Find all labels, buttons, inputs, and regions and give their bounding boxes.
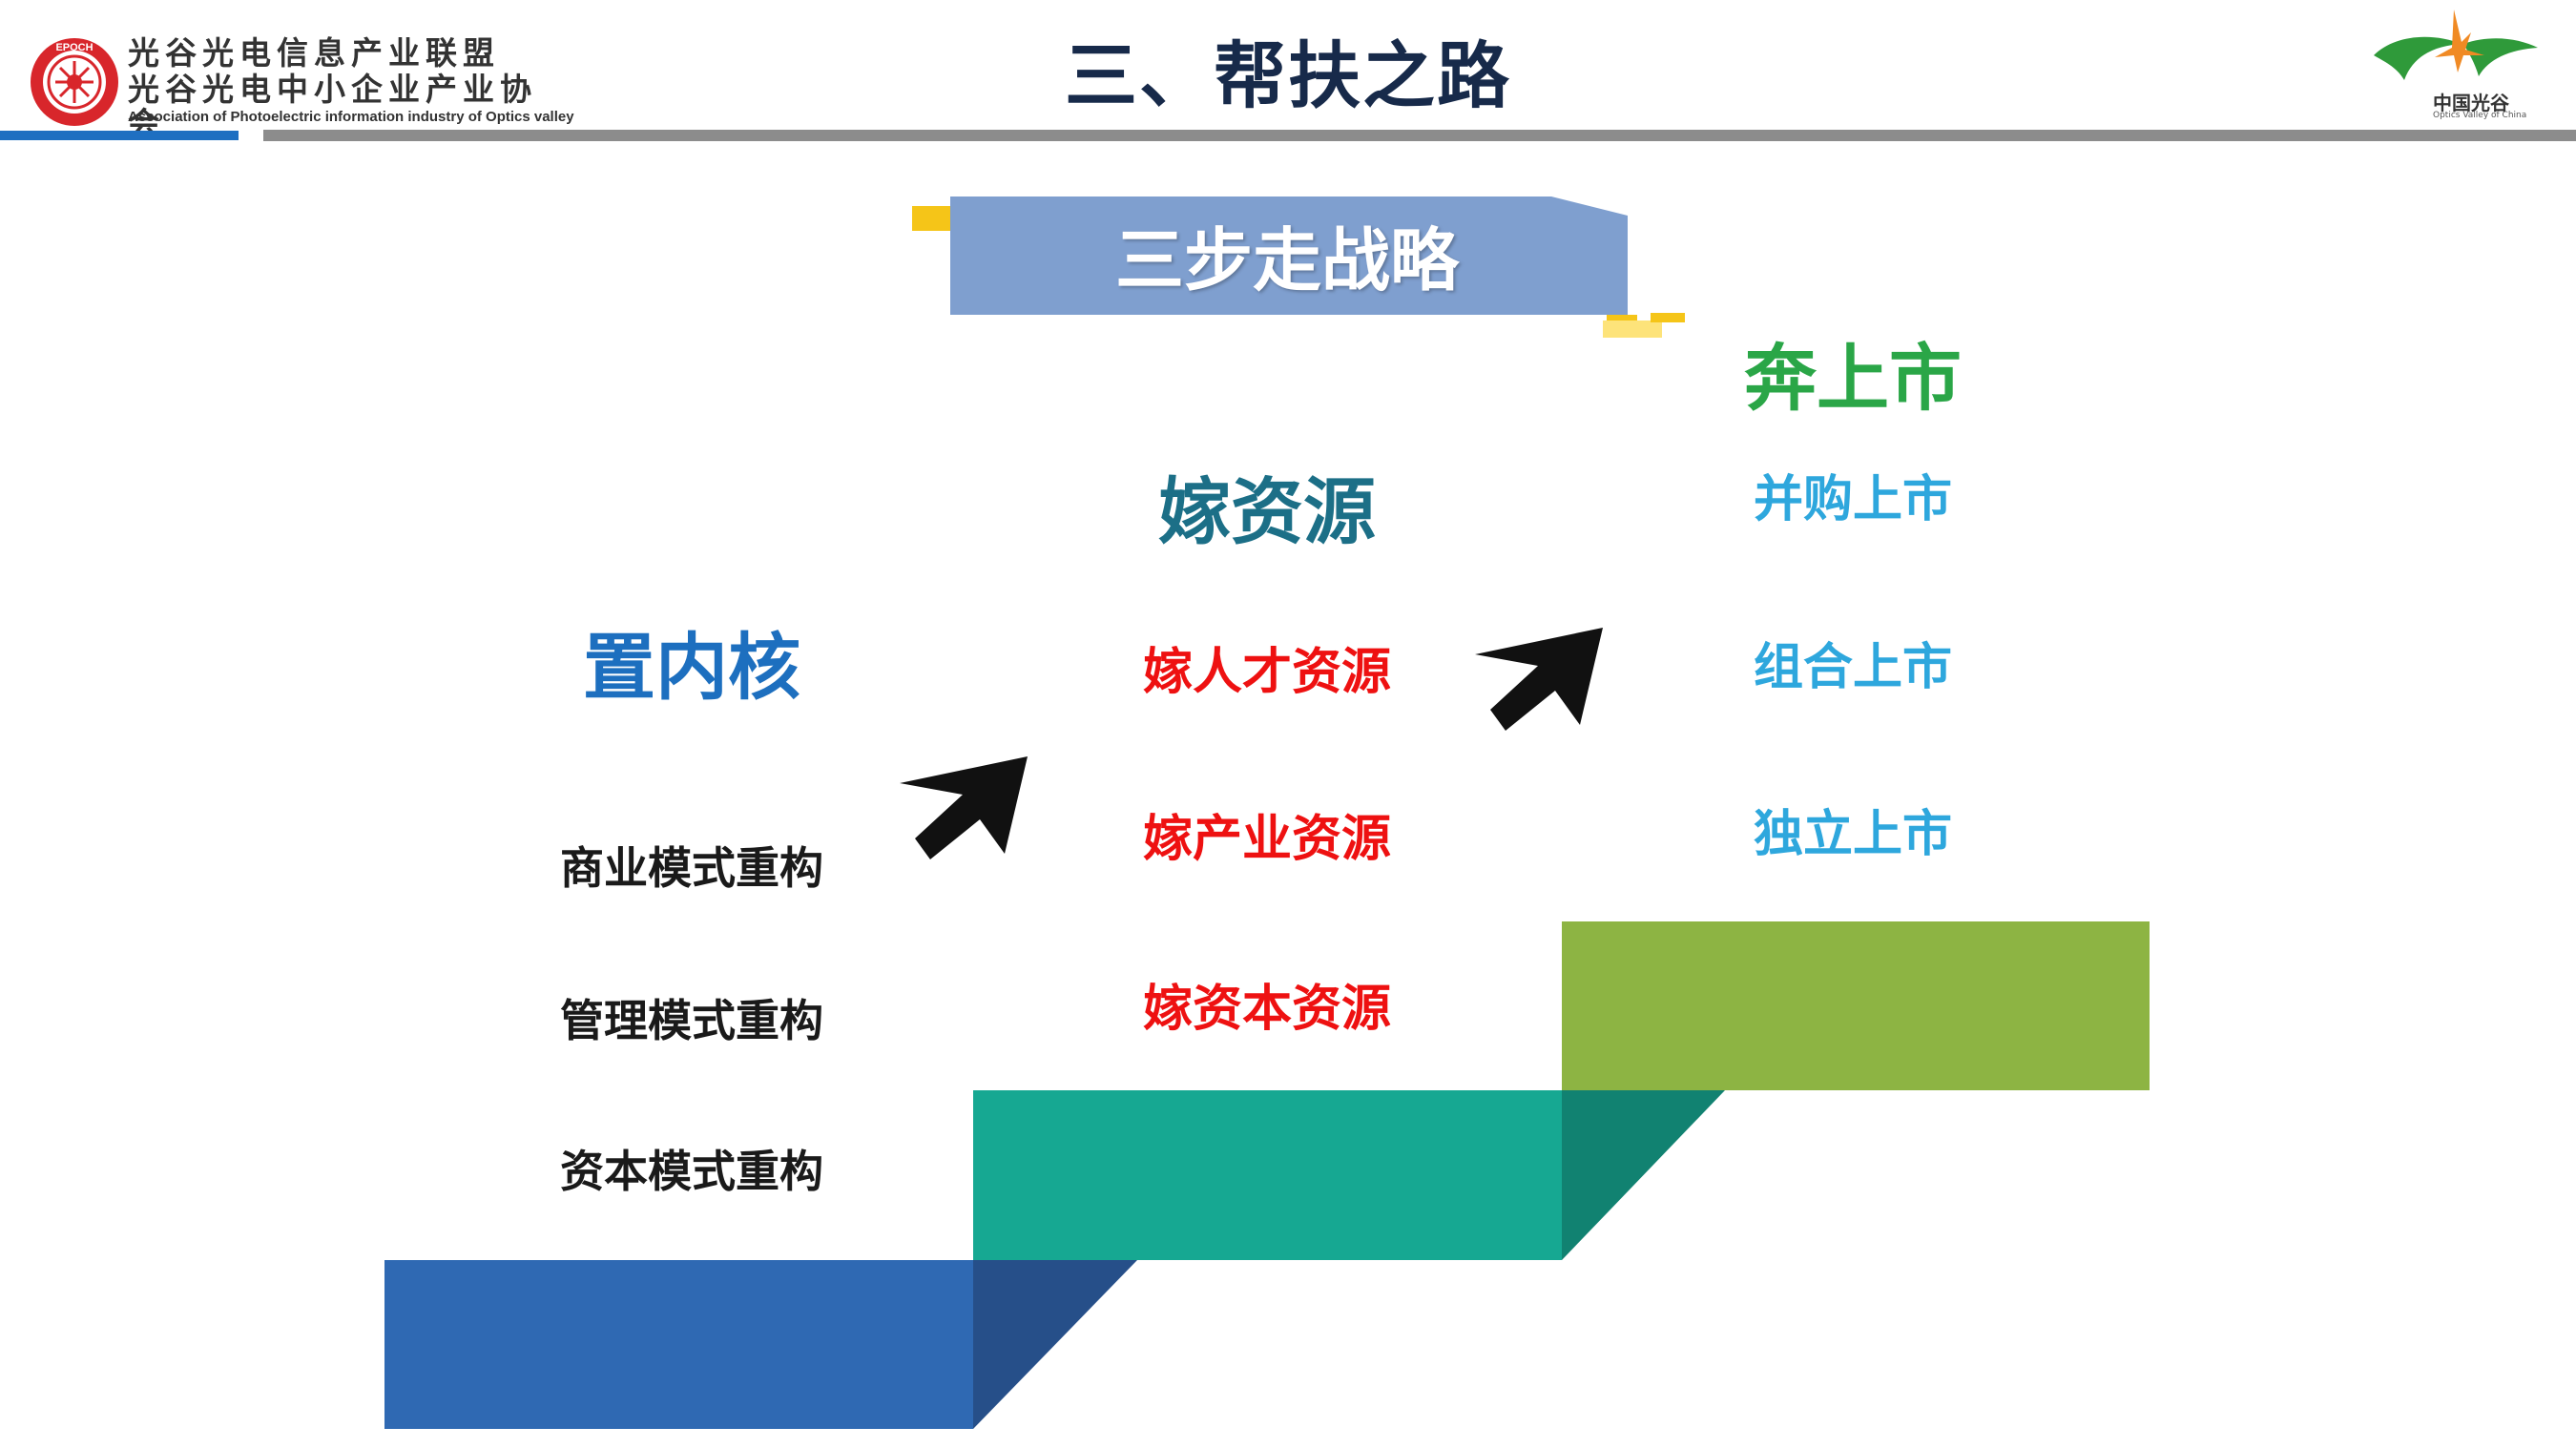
stair-step-1: [384, 1260, 973, 1429]
step-1-item: 资本模式重构: [560, 1146, 823, 1197]
step-3-heading: 奔上市: [1744, 336, 1962, 421]
header-divider: [263, 130, 2576, 141]
step-3-item: 并购上市: [1753, 471, 1952, 528]
step-2-item: 嫁资本资源: [1142, 981, 1391, 1038]
org-name-line2: 光谷光电中小企业产业协会: [128, 71, 537, 142]
step-2-item: 嫁产业资源: [1142, 811, 1391, 868]
svg-text:EPOCH: EPOCH: [55, 42, 93, 53]
step-1-heading: 置内核: [583, 625, 800, 710]
epoch-seal-icon: EPOCH: [31, 38, 118, 126]
org-logo: EPOCH 光谷光电信息产业联盟 光谷光电中小企业产业协会 Associatio…: [27, 34, 574, 141]
header-accent-bar: [0, 131, 239, 140]
stair-step-3: [1562, 921, 2150, 1090]
step-2-item: 嫁人才资源: [1142, 644, 1391, 701]
brand-logo: 中国光谷 Optics Valley of China: [2366, 6, 2557, 124]
page-title: 三、帮扶之路: [1065, 33, 1511, 118]
stair-step-2: [973, 1090, 1562, 1260]
step-1-item: 管理模式重构: [560, 995, 823, 1046]
step-3-item: 独立上市: [1753, 806, 1952, 863]
optics-valley-star-icon: [2374, 10, 2538, 80]
step-2-heading: 嫁资源: [1158, 469, 1376, 554]
step-1-item: 商业模式重构: [560, 842, 823, 894]
org-name-english: Association of Photoelectric information…: [128, 109, 574, 125]
banner-accent: [1603, 313, 1685, 338]
org-name-line1: 光谷光电信息产业联盟: [128, 34, 500, 72]
strategy-banner: [912, 197, 1637, 332]
stair-shadow-1: [973, 1260, 1137, 1429]
up-right-arrow-icon: [1475, 628, 1603, 731]
banner-title: 三步走战略: [1114, 220, 1459, 300]
brand-name: 中国光谷: [2433, 92, 2509, 114]
brand-subtitle: Optics Valley of China: [2433, 111, 2527, 120]
step-3-item: 组合上市: [1753, 639, 1952, 696]
up-right-arrow-icon: [900, 756, 1028, 859]
stair-shadow-2: [1562, 1090, 1725, 1260]
